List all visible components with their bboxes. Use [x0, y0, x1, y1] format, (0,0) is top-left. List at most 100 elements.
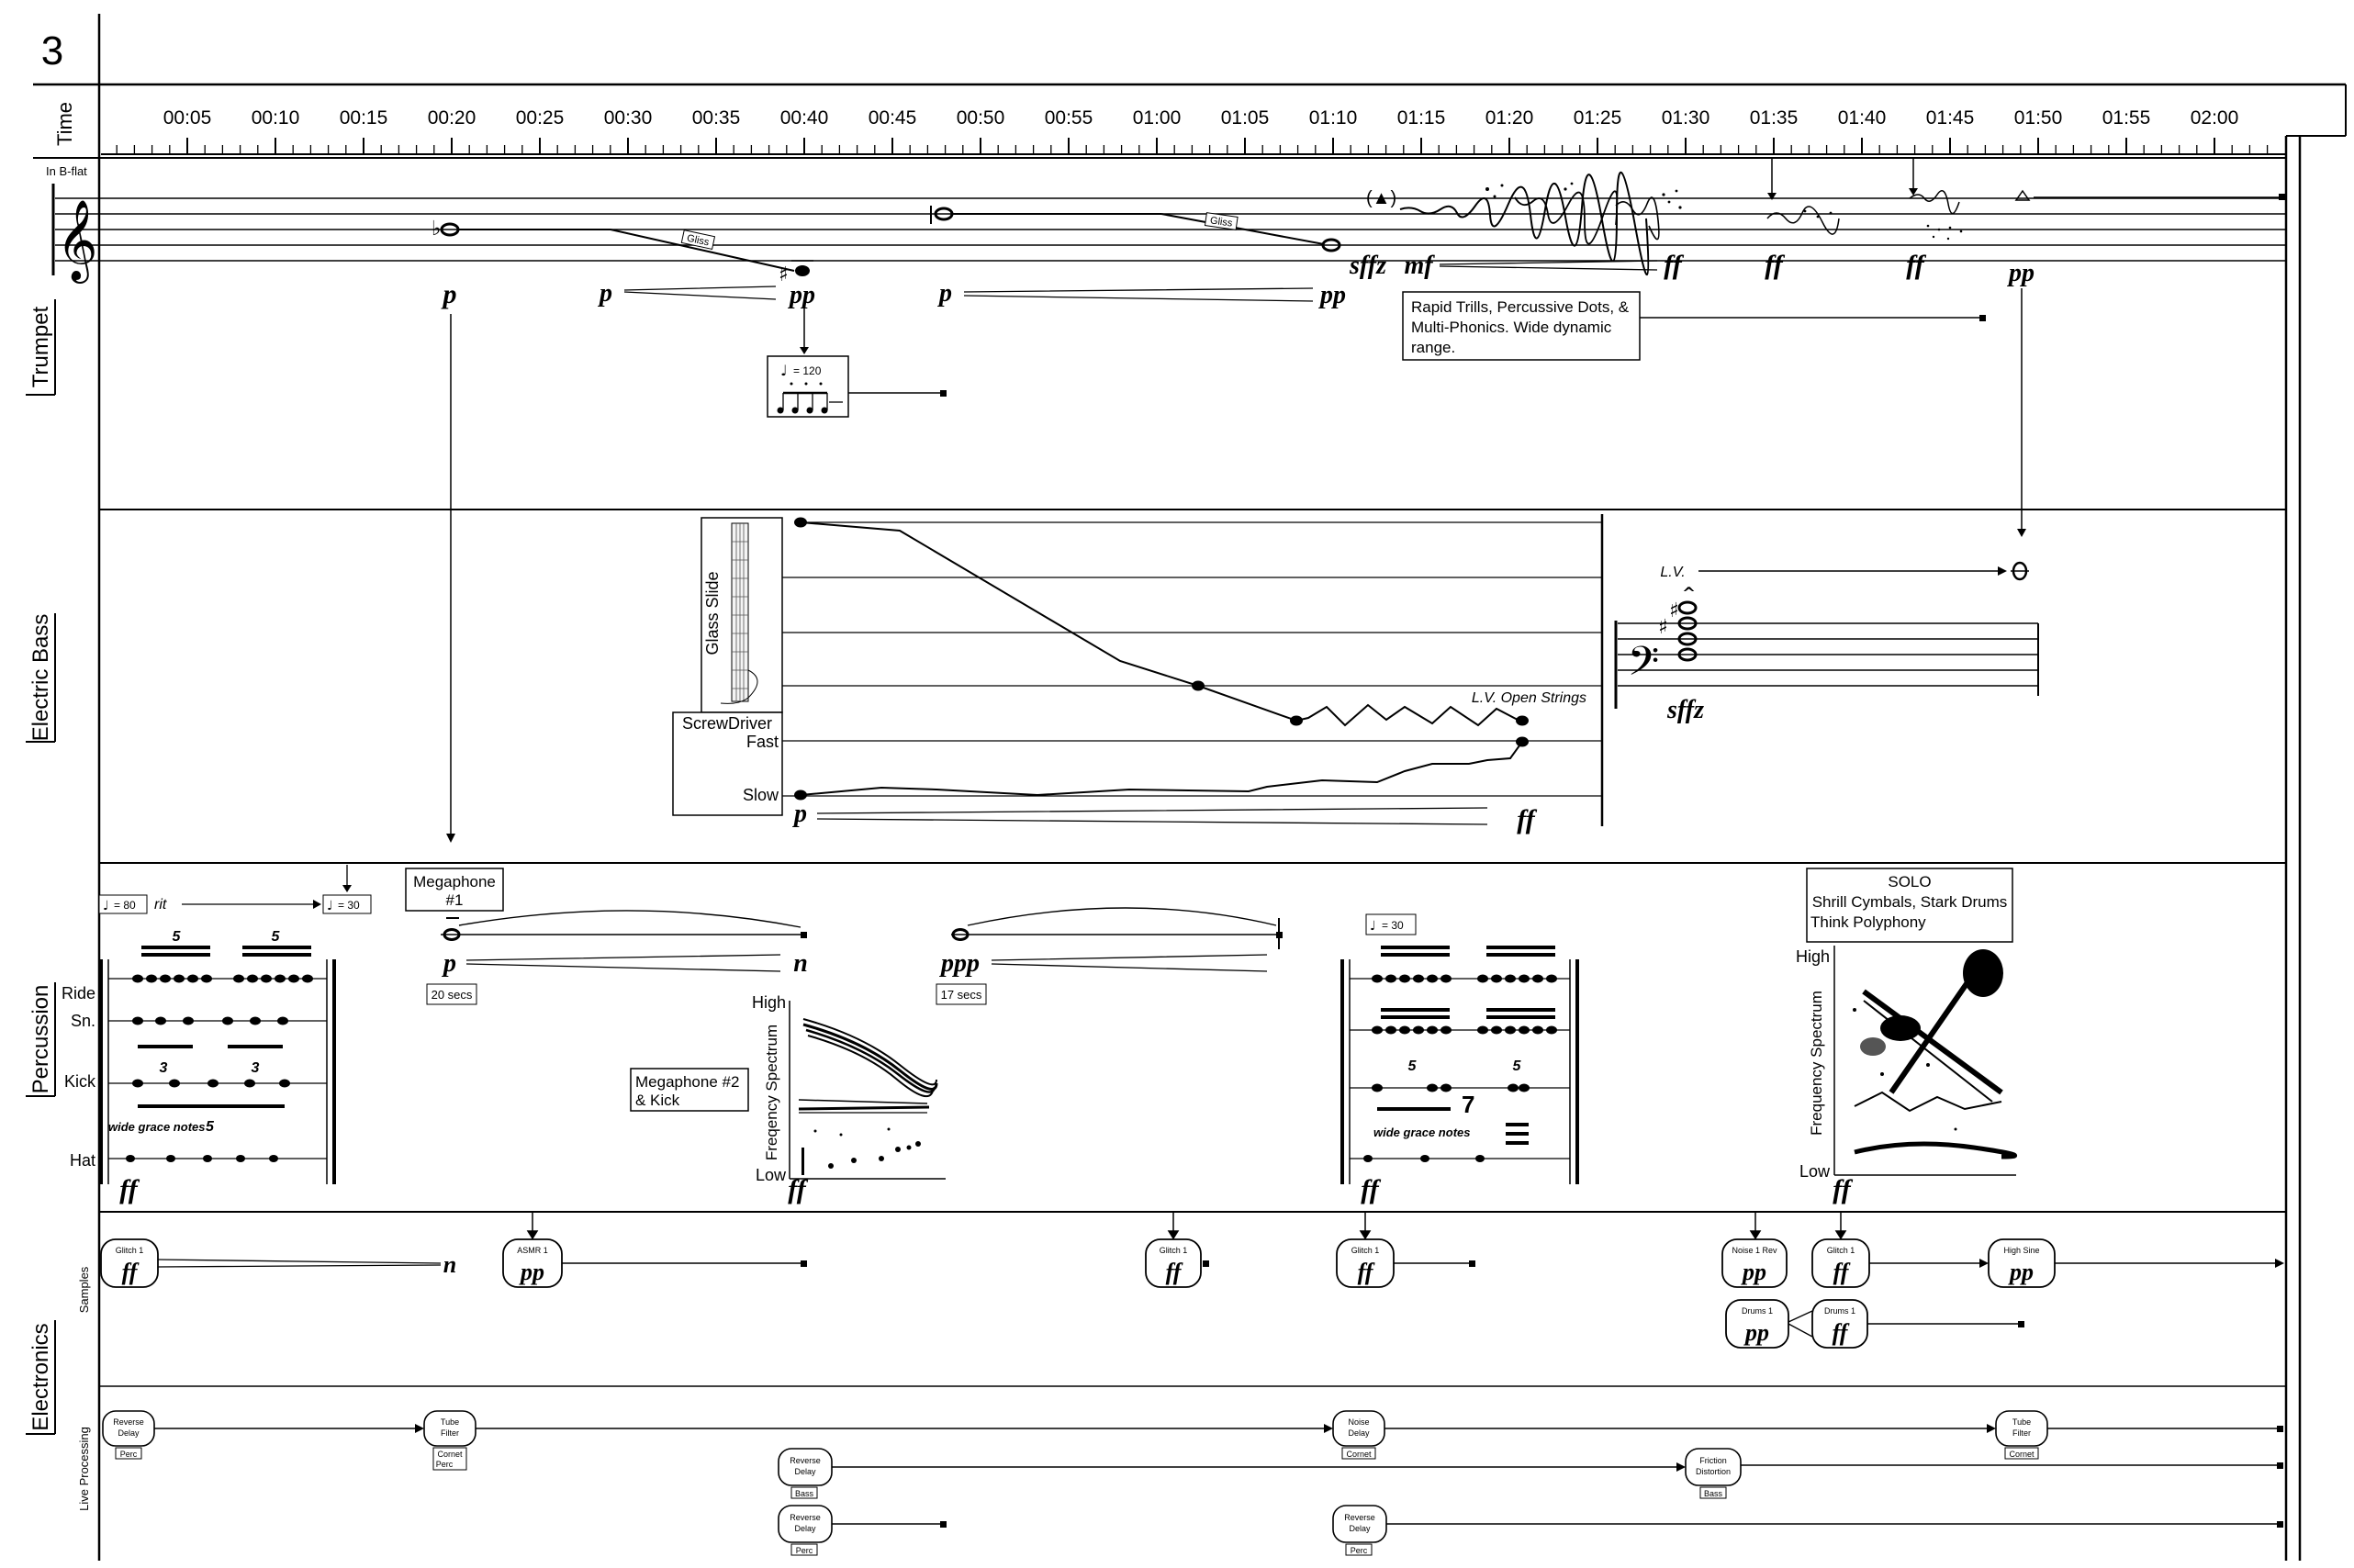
trumpet-staff: In B-flat 𝄞 — [46, 164, 2286, 284]
svg-text:Glitch 1: Glitch 1 — [116, 1246, 144, 1255]
trumpet-note — [1321, 238, 1341, 252]
perc-row-label: Sn. — [71, 1012, 95, 1030]
svg-text:Tube: Tube — [2012, 1417, 2031, 1427]
percussion-label: Percussion — [28, 985, 53, 1094]
spectrum-dots — [801, 1127, 921, 1175]
dynamic-marking: ff — [1361, 1174, 1381, 1204]
svg-text:pp: pp — [1743, 1319, 1769, 1346]
grace-notes-label: wide grace notes — [1373, 1126, 1470, 1139]
svg-text:♩: ♩ — [103, 899, 109, 913]
svg-text:Bass: Bass — [1704, 1489, 1723, 1498]
svg-text:ASMR 1: ASMR 1 — [517, 1246, 548, 1255]
time-label: 00:40 — [780, 107, 829, 129]
time-label: 00:35 — [692, 107, 741, 129]
tempo-marking: = 120 — [793, 364, 822, 377]
time-label: 00:45 — [869, 107, 917, 129]
svg-text:Reverse: Reverse — [1344, 1513, 1375, 1522]
screwdriver-box — [672, 711, 783, 816]
sample-glitch-1: Glitch 1 ff — [1145, 1238, 1209, 1288]
perc-block-1: ♩ = 80 rit ♩ = 30 — [98, 865, 372, 1204]
time-label: 01:20 — [1485, 107, 1534, 129]
time-label: 01:05 — [1221, 107, 1270, 129]
svg-text:n: n — [443, 1251, 456, 1278]
svg-text:ff: ff — [1166, 1259, 1183, 1285]
live-tube-filter: Tube Filter Cornet — [1995, 1410, 2283, 1460]
sample-glitch-1: Glitch 1 ff — [1336, 1238, 1475, 1288]
svg-text:Delay: Delay — [118, 1428, 140, 1438]
time-label: 01:25 — [1574, 107, 1622, 129]
svg-text:Cornet: Cornet — [1346, 1450, 1372, 1459]
time-label: 00:10 — [252, 107, 300, 129]
svg-text:Delay: Delay — [794, 1524, 816, 1533]
duration-label: 20 secs — [432, 988, 473, 1002]
percussion-section: Ride Sn. Kick Hat ♩ = 80 rit ♩ = 30 — [62, 865, 2017, 1204]
dynamic-marking: ff — [1765, 250, 1785, 280]
tuplet-label: 5 — [272, 929, 281, 945]
svg-text:Perc: Perc — [1351, 1546, 1368, 1555]
dynamic-marking: ff — [1906, 250, 1926, 280]
svg-text:Glitch 1: Glitch 1 — [1351, 1246, 1380, 1255]
svg-text:^: ^ — [1682, 584, 1696, 603]
time-label: 00:15 — [340, 107, 388, 129]
sample-asmr-1: ASMR 1 pp — [502, 1238, 807, 1288]
trumpet-note — [440, 222, 460, 237]
dynamic-marking: p — [442, 949, 456, 978]
live-reverse-delay-bass: Reverse Delay Bass — [778, 1448, 1686, 1499]
bass-chord: ♯ ♯ ^ — [1658, 584, 1698, 662]
sample-drums-1: Drums 1 ff — [1811, 1299, 2024, 1349]
extended-technique-scribble — [1514, 190, 1619, 245]
svg-text:Distortion: Distortion — [1696, 1467, 1731, 1476]
percussive-dots — [1485, 182, 1963, 241]
time-label: 01:50 — [2014, 107, 2063, 129]
extended-technique-scribble — [1766, 206, 1840, 235]
svg-text:Drums 1: Drums 1 — [1742, 1306, 1773, 1316]
spectrum-axis-label: Freqency Spectrum — [763, 1025, 780, 1160]
spectrum-axis-label: Frequency Spectrum — [1808, 991, 1825, 1136]
svg-text:Cornet: Cornet — [437, 1450, 463, 1459]
dynamic-marking: n — [793, 949, 808, 978]
solo-line: Shrill Cymbals, Stark Drums — [1812, 893, 2008, 911]
dynamic-marking: ff — [119, 1174, 140, 1204]
tuplet-label: 3 — [252, 1060, 260, 1076]
extended-technique-scribble — [1909, 190, 1960, 215]
rest-icon: 7 — [1462, 1091, 1474, 1118]
dynamic-marking: p — [441, 279, 457, 309]
score-frame — [33, 14, 2347, 1561]
dynamic-marking: ff — [788, 1174, 808, 1204]
solo-title: SOLO — [1888, 873, 1931, 890]
megaphone-sustain-2: ppp 17 secs — [936, 907, 1283, 1005]
svg-text:♩: ♩ — [327, 899, 333, 913]
sample-high-sine: High Sine pp — [1988, 1238, 2284, 1288]
svg-text:Perc: Perc — [120, 1450, 138, 1459]
bass-clef-icon: 𝄢 — [1628, 637, 1660, 695]
spectrum-texture — [798, 1018, 938, 1114]
dynamic-marking: pp — [1318, 281, 1346, 309]
svg-text:Drums 1: Drums 1 — [1824, 1306, 1855, 1316]
svg-text:Perc: Perc — [796, 1546, 813, 1555]
live-tube-filter: Tube Filter Cornet Perc — [423, 1410, 1333, 1471]
svg-text:Delay: Delay — [1349, 1524, 1371, 1533]
time-label: 00:30 — [604, 107, 653, 129]
trumpet-note — [795, 265, 810, 276]
svg-text:Bass: Bass — [795, 1489, 814, 1498]
svg-text:High Sine: High Sine — [2003, 1246, 2039, 1255]
tuplet-label: 5 — [1408, 1058, 1418, 1074]
page-number: 3 — [41, 28, 63, 73]
timeline-ruler — [101, 138, 2286, 155]
svg-text:ff: ff — [1358, 1259, 1375, 1285]
live-reverse-delay-perc: Reverse Delay Perc — [102, 1410, 424, 1460]
svg-text:♩: ♩ — [1370, 919, 1376, 934]
svg-text:Delay: Delay — [794, 1467, 816, 1476]
tuplet-label: 5 — [1513, 1058, 1522, 1074]
time-label: 00:05 — [163, 107, 212, 129]
solo-texture — [1854, 971, 2017, 1159]
technique-note-box — [1402, 291, 1641, 361]
technique-note-line: range. — [1411, 339, 1455, 356]
svg-text:Cornet: Cornet — [2009, 1450, 2035, 1459]
technique-note-line: Multi-Phonics. Wide dynamic — [1411, 319, 1612, 336]
transposition-label: In B-flat — [46, 164, 87, 178]
svg-text:pp: pp — [519, 1259, 544, 1285]
time-label: 01:45 — [1926, 107, 1975, 129]
triangle-notehead-icon — [2014, 189, 2031, 201]
bass-note — [1192, 680, 1205, 691]
